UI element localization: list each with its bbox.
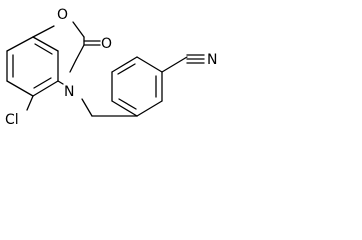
chlorine-bond <box>26 95 34 111</box>
bond <box>32 25 55 38</box>
double-bond-inner <box>117 63 136 75</box>
ring-oxygen-label: O <box>57 7 68 23</box>
bond <box>136 100 163 117</box>
bond <box>75 44 85 61</box>
double-bond-inner <box>33 77 52 89</box>
bond <box>69 59 77 73</box>
methylene-bond <box>81 98 93 117</box>
oxazinone-ring <box>32 21 101 85</box>
ring-nitrogen-label: N <box>64 84 74 100</box>
benzene-ring-right <box>111 56 163 117</box>
nitrile-nitrogen-label: N <box>207 52 217 68</box>
molecule-drawing: O O N Cl N <box>5 7 217 128</box>
bond <box>6 36 34 52</box>
double-bond-inner <box>118 98 137 110</box>
bond <box>72 21 85 38</box>
chlorine-label: Cl <box>5 112 19 128</box>
carbonyl-oxygen-label: O <box>101 36 112 52</box>
structure-diagram: O O N Cl N <box>5 7 217 128</box>
bond <box>136 56 163 73</box>
bond <box>32 80 59 97</box>
nitrile-single-bond <box>161 56 188 73</box>
nitrile-triple-bond <box>186 54 205 64</box>
bond <box>32 36 59 52</box>
double-bond-inner <box>34 43 53 55</box>
bond <box>6 80 34 97</box>
benzene-ring-left <box>6 36 59 97</box>
bond <box>57 80 64 85</box>
bond <box>111 56 138 73</box>
bond <box>111 100 138 117</box>
